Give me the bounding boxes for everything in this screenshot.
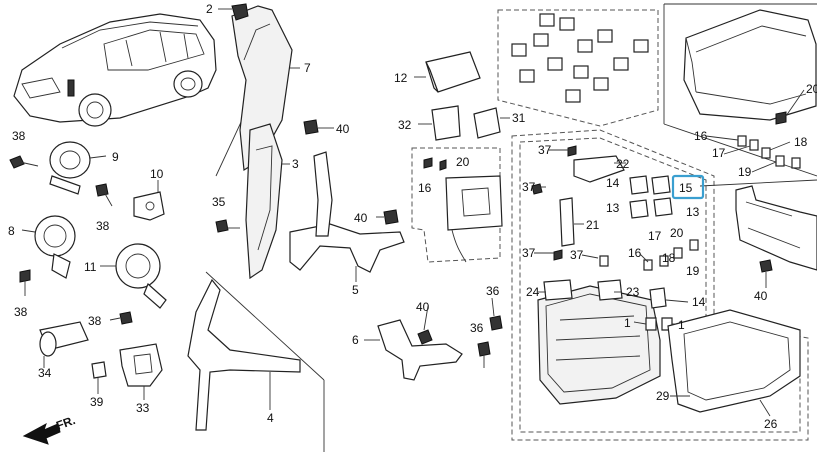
connector-box xyxy=(411,147,503,263)
callout-35: 35 xyxy=(212,195,226,209)
callout-14: 14 xyxy=(606,176,620,190)
front-label: FR. xyxy=(54,413,77,433)
callout-20: 20 xyxy=(806,82,817,96)
right-bracket xyxy=(699,179,817,288)
callout-6: 6 xyxy=(352,333,359,347)
callout-19: 19 xyxy=(686,264,700,278)
callout-36: 36 xyxy=(470,321,484,335)
bracket-5 xyxy=(289,151,405,282)
callout-1: 1 xyxy=(624,316,631,330)
callout-40: 40 xyxy=(336,122,350,136)
callout-15: 15 xyxy=(679,181,693,195)
relay-31 xyxy=(473,107,510,139)
vehicle-illustration xyxy=(13,13,217,127)
callout-10: 10 xyxy=(150,167,164,181)
callout-14: 14 xyxy=(692,295,706,309)
callout-38: 38 xyxy=(88,314,102,328)
bolts-left xyxy=(9,155,240,325)
callout-18: 18 xyxy=(662,251,676,265)
callout-21: 21 xyxy=(586,218,600,232)
callout-labels: 2 7 40 3 40 5 4 38 9 10 38 35 8 11 38 38… xyxy=(8,2,817,431)
callout-17: 17 xyxy=(648,229,662,243)
callout-39: 39 xyxy=(90,395,104,409)
callout-24: 24 xyxy=(526,285,540,299)
callout-31: 31 xyxy=(512,111,526,125)
callout-8: 8 xyxy=(8,224,15,238)
bracket-3 xyxy=(245,123,290,280)
callout-20: 20 xyxy=(456,155,470,169)
callout-40: 40 xyxy=(354,211,368,225)
callout-13: 13 xyxy=(606,201,620,215)
callout-16: 16 xyxy=(628,246,642,260)
relay-12 xyxy=(414,51,481,93)
small-fuses-right xyxy=(599,239,699,271)
callout-19: 19 xyxy=(738,165,752,179)
callout-38: 38 xyxy=(14,305,28,319)
callout-17: 17 xyxy=(712,146,726,160)
callout-40: 40 xyxy=(416,300,430,314)
callout-16: 16 xyxy=(694,129,708,143)
fuse-relay-group xyxy=(531,145,673,261)
callout-12: 12 xyxy=(394,71,408,85)
detail-panel xyxy=(663,3,817,177)
callout-38: 38 xyxy=(96,219,110,233)
highlight-box-15 xyxy=(671,174,705,200)
callout-32: 32 xyxy=(398,118,412,132)
front-direction-arrow: FR. xyxy=(22,413,77,445)
bracket-33 xyxy=(119,343,163,400)
leader-lines xyxy=(364,89,805,417)
callout-33: 33 xyxy=(136,401,150,415)
callout-26: 26 xyxy=(764,417,778,431)
callout-11: 11 xyxy=(84,260,97,274)
cover-7 xyxy=(218,3,300,172)
callout-37: 37 xyxy=(570,248,584,262)
callout-23: 23 xyxy=(626,285,640,299)
callout-5: 5 xyxy=(352,283,359,297)
callout-18: 18 xyxy=(794,135,808,149)
callout-37: 37 xyxy=(522,180,536,194)
callout-3: 3 xyxy=(292,157,299,171)
bolts-center xyxy=(303,119,503,368)
bracket-4 xyxy=(187,278,301,431)
callout-29: 29 xyxy=(656,389,670,403)
callout-9: 9 xyxy=(112,150,119,164)
horn-high xyxy=(49,141,107,195)
callout-38: 38 xyxy=(12,129,26,143)
callout-22: 22 xyxy=(616,157,630,171)
bracket-6 xyxy=(377,319,463,381)
callout-13: 13 xyxy=(686,205,700,219)
callout-4: 4 xyxy=(267,411,274,425)
callout-37: 37 xyxy=(538,143,552,157)
callout-2: 2 xyxy=(206,2,213,16)
relay-set-box xyxy=(497,9,659,127)
main-fuse-box xyxy=(537,279,673,405)
relay-32 xyxy=(418,105,461,141)
horn-main xyxy=(100,243,167,309)
horn-low xyxy=(21,215,76,279)
callout-36: 36 xyxy=(486,284,500,298)
callout-7: 7 xyxy=(304,61,311,75)
callout-20: 20 xyxy=(670,226,684,240)
callout-37: 37 xyxy=(522,246,536,260)
bracket-10 xyxy=(133,180,165,221)
clip-39 xyxy=(91,361,107,394)
callout-34: 34 xyxy=(38,366,52,380)
callout-1: 1 xyxy=(678,318,685,332)
lower-cover-26 xyxy=(667,309,801,413)
callout-40: 40 xyxy=(754,289,768,303)
connector-34 xyxy=(39,321,89,368)
callout-16: 16 xyxy=(418,181,432,195)
